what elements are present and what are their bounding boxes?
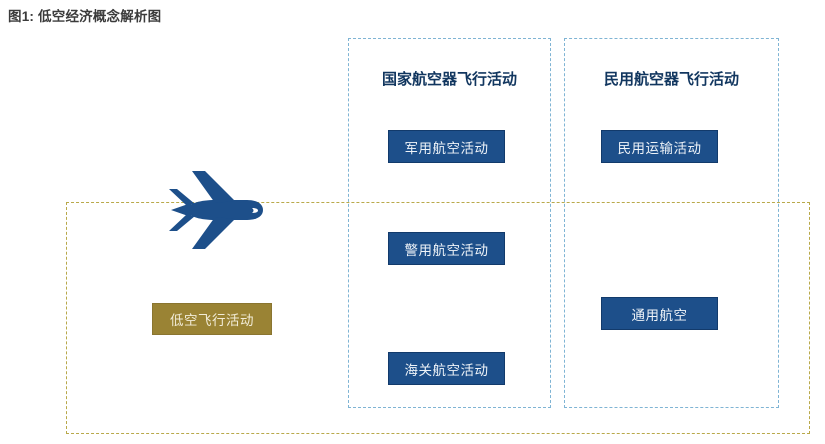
low-altitude-flight-zone xyxy=(66,202,810,434)
node-low-altitude-flight[interactable]: 低空飞行活动 xyxy=(152,303,272,335)
figure-title: 图1: 低空经济概念解析图 xyxy=(8,9,162,24)
state-aircraft-header: 国家航空器飞行活动 xyxy=(381,71,517,88)
airplane-icon xyxy=(155,167,271,253)
node-military-aviation[interactable]: 军用航空活动 xyxy=(388,130,505,163)
node-civil-transport[interactable]: 民用运输活动 xyxy=(601,130,718,163)
node-customs-aviation[interactable]: 海关航空活动 xyxy=(388,352,505,385)
node-general-aviation[interactable]: 通用航空 xyxy=(601,297,718,330)
civil-aircraft-header: 民用航空器飞行活动 xyxy=(603,71,739,88)
civil-aircraft-zone xyxy=(564,38,779,408)
state-aircraft-zone xyxy=(348,38,551,408)
node-police-aviation[interactable]: 警用航空活动 xyxy=(388,232,505,265)
